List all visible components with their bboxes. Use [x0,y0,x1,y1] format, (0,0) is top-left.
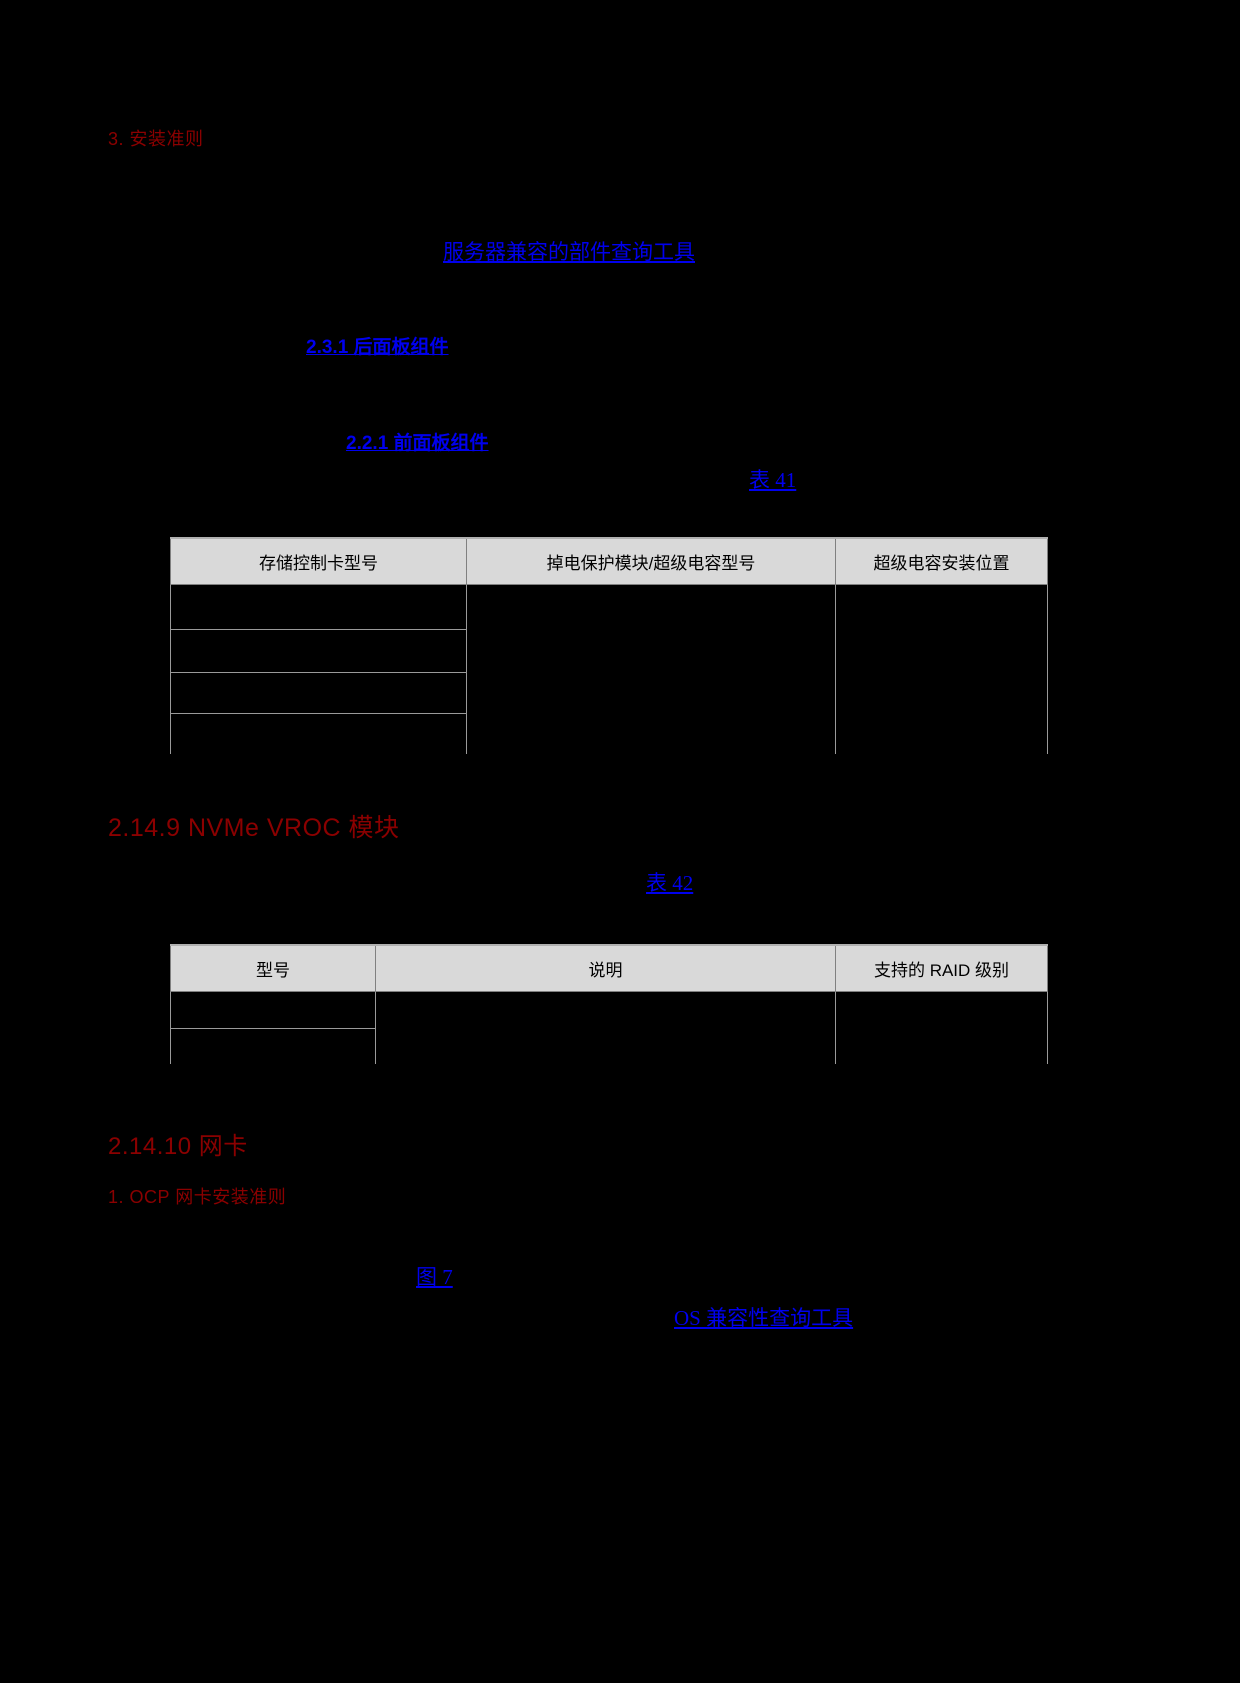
table-row [170,713,1048,754]
table-41-col-power-protection-module: 掉电保护模块/超级电容型号 [466,537,836,585]
table-41-cell [466,584,836,673]
table-42-header-row: 型号 说明 支持的 RAID 级别 [170,944,1048,992]
table-42-col-model: 型号 [170,944,376,992]
table-42: 型号 说明 支持的 RAID 级别 [170,944,1048,1064]
link-front-panel-components[interactable]: 2.2.1 前面板组件 [346,433,489,454]
table-row [170,991,1048,1064]
table-42-cell [835,991,1048,1064]
link-os-compat-tool[interactable]: OS 兼容性查询工具 [674,1306,854,1330]
table-41-cell [170,672,467,714]
table-41-cell [835,672,1048,754]
heading-install-guidelines: 3. 安装准则 [108,129,204,149]
link-figure-7[interactable]: 图 7 [416,1265,453,1289]
link-table-42[interactable]: 表 42 [646,871,694,895]
table-row [170,584,1048,673]
table-42-col-raid-levels: 支持的 RAID 级别 [835,944,1048,992]
table-41: 存储控制卡型号 掉电保护模块/超级电容型号 超级电容安装位置 [170,537,1048,754]
table-row [170,629,1048,673]
table-41-cell [170,584,467,630]
heading-ocp-nic-guidelines: 1. OCP 网卡安装准则 [108,1187,287,1207]
table-41-cell [170,713,467,754]
table-41-cell [466,672,836,754]
table-41-cell [835,584,1048,673]
link-table-41[interactable]: 表 41 [749,468,797,492]
link-server-compat-tool[interactable]: 服务器兼容的部件查询工具 [443,240,695,264]
link-rear-panel-components[interactable]: 2.3.1 后面板组件 [306,337,449,358]
table-42-cell [375,991,836,1064]
heading-nic: 2.14.10 网卡 [108,1133,248,1160]
heading-nvme-vroc: 2.14.9 NVMe VROC 模块 [108,814,400,842]
table-41-col-supercap-location: 超级电容安装位置 [835,537,1048,585]
table-42-col-description: 说明 [375,944,836,992]
table-row [170,1028,1048,1064]
table-41-col-storage-card-model: 存储控制卡型号 [170,537,467,585]
table-42-cell [170,991,376,1029]
table-41-cell [170,629,467,673]
table-row [170,672,1048,754]
table-41-header-row: 存储控制卡型号 掉电保护模块/超级电容型号 超级电容安装位置 [170,537,1048,585]
table-42-cell [170,1028,376,1064]
